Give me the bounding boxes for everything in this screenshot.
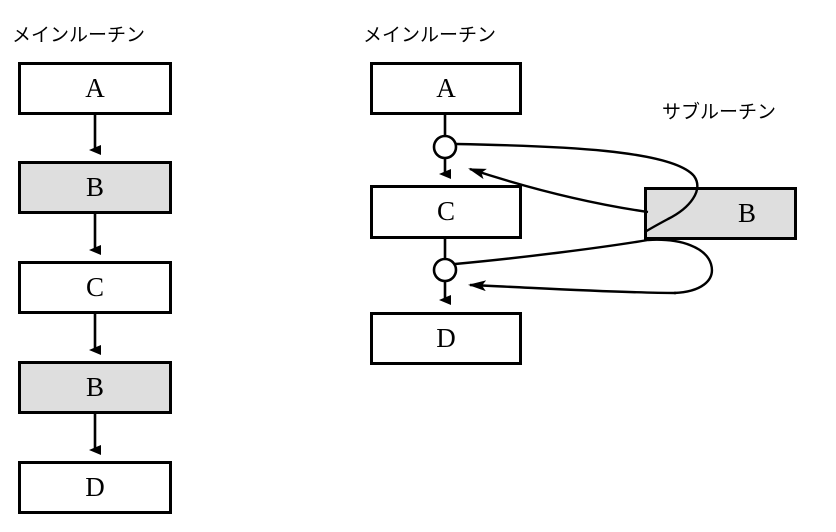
node-right-d <box>370 312 522 365</box>
subroutine-group <box>644 187 797 240</box>
node-left-d <box>18 461 172 514</box>
call-curve-2-outbound <box>454 238 649 266</box>
subroutine-title: サブルーチン <box>662 101 777 123</box>
call-curve-2-loop <box>647 238 714 295</box>
right-flow-group <box>370 62 522 365</box>
node-left-a <box>18 62 172 115</box>
node-sub-b <box>644 187 797 240</box>
node-right-c <box>370 185 522 239</box>
node-right-a <box>370 62 522 115</box>
node-left-c <box>18 261 172 314</box>
node-left-b2 <box>18 361 172 414</box>
call-point-2-circle <box>432 257 458 283</box>
call-point-1-circle <box>432 134 458 160</box>
left-flow-group <box>18 62 172 514</box>
call-curve-2-return <box>468 280 677 295</box>
call-curve-1-outbound <box>455 142 699 234</box>
call-curve-1-return <box>468 167 649 214</box>
call-return-curves <box>454 142 714 295</box>
left-flow-title: メインルーチン <box>12 24 146 46</box>
node-left-b1 <box>18 161 172 214</box>
right-flow-title: メインルーチン <box>363 24 497 46</box>
